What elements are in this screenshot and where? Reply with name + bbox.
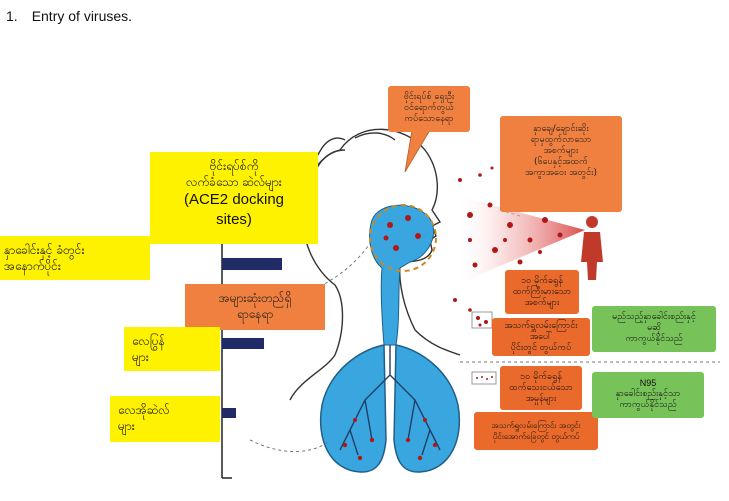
- droplet-spray-icon: [453, 166, 585, 312]
- heading-text: Entry of viruses.: [31, 8, 133, 24]
- lower-line2: ပိုင်းအောက်ခြေတွင် တွယ်ကပ်: [492, 432, 580, 441]
- most-line2: ရာနေရာ: [236, 307, 274, 321]
- bar-nasal: [222, 258, 282, 270]
- airway-line1: လေပြွန်: [132, 334, 165, 348]
- sneeze-droplets-label: နှာချေ/ချောင်းဆိုး ရာမှထွက်လာသော အစက်မျာ…: [500, 116, 622, 212]
- aircell-line1: လေအိုဆဲလ်: [118, 403, 170, 417]
- entry-line1: ဗိုင်းရပ်စ် ရှေးဦး: [403, 92, 455, 102]
- airway-label: လေပြွန် များ: [124, 327, 220, 371]
- lower-tract-label: အသက်ရှူလမ်းကြောင်း အတွင်း ပိုင်းအောက်ခြေ…: [474, 412, 598, 450]
- small-particles-label: ၁၀ မိုက်ခရွန် ထက်သေးငယ်သော အမှုန်များ: [500, 366, 582, 410]
- bar-aircell: [222, 408, 236, 418]
- n95-line1: N95: [639, 378, 657, 388]
- upper-tract-label: အသက်ရှူလမ်းကြောင်း အပေါ် ပိုင်းတွင် တွယ်…: [492, 318, 590, 356]
- nasal-area-label: နှာခေါင်းနှင့် ခံတွင်း အနောက်ပိုင်း: [0, 236, 150, 280]
- person-silhouette-icon: [581, 216, 603, 280]
- small-line3: အမှုန်များ: [525, 394, 557, 404]
- nasal-line1: နှာခေါင်းနှင့် ခံတွင်း: [4, 243, 85, 257]
- n95-mask-label: N95 နှာခေါင်းစည်းနှင့်သာ ကာကွယ်နိုင်သည်: [592, 372, 704, 418]
- nasal-line2: အနောက်ပိုင်း: [4, 259, 61, 273]
- lower-line1: အသက်ရှူလမ်းကြောင်း အတွင်း: [491, 421, 581, 430]
- any-mask-label: မည်သည့်နှာခေါင်းစည်းနှင့် မဆို ကာကွယ်နို…: [592, 306, 716, 352]
- ace2-line4: sites): [216, 211, 252, 228]
- sneeze-line4: (၆ပေနှင့်အထက်: [533, 157, 588, 167]
- airway-line2: များ: [132, 350, 149, 364]
- air-cell-label: လေအိုဆဲလ် များ: [110, 396, 220, 442]
- upper-line1: အသက်ရှူလမ်းကြောင်း: [504, 321, 578, 331]
- sneeze-line1: နှာချေ/ချောင်းဆိုး: [533, 124, 589, 134]
- lungs-icon: [320, 344, 460, 473]
- large-line2: ထက်ကြီးမားသော: [512, 287, 572, 297]
- bar-airway: [222, 338, 264, 349]
- upper-line3: ပိုင်းတွင် တွယ်ကပ်: [510, 343, 572, 353]
- large-line1: ၁၀ မိုက်ခရွန်: [521, 276, 563, 286]
- nasal-focus-circle: [369, 204, 437, 272]
- n95-line3: ကာကွယ်နိုင်သည်: [619, 400, 677, 410]
- ace2-line3: (ACE2 docking: [183, 191, 285, 208]
- mask-line1: မည်သည့်နှာခေါင်းစည်းနှင့်: [612, 312, 696, 322]
- page-heading: 1. Entry of viruses.: [6, 8, 132, 24]
- large-droplets-label: ၁၀ မိုက်ခရွန် ထက်ကြီးမားသော အစက်များ: [505, 270, 579, 314]
- entry-site-label: ဗိုင်းရပ်စ် ရှေးဦး ဝင်ရောက်တွယ် ကပ်သောနေ…: [388, 86, 470, 132]
- ace2-line1: ဗိုင်းရပ်စ်ကို: [209, 159, 259, 173]
- ace2-docking-label: ဗိုင်းရပ်စ်ကို လက်ခံသော ဆဲလ်များ (ACE2 d…: [150, 152, 318, 244]
- mask-line3: ကာကွယ်နိုင်သည်: [625, 334, 683, 344]
- mask-line2: မဆို: [647, 323, 661, 333]
- connector-lines: [249, 209, 720, 453]
- small-line2: ထက်သေးငယ်သော: [509, 383, 573, 393]
- aircell-line2: များ: [118, 419, 135, 433]
- most-line1: အများဆုံးတည်ရှိ: [218, 291, 292, 305]
- large-line3: အစက်များ: [524, 298, 560, 308]
- entry-line3: ကပ်သောနေရာ: [404, 114, 454, 124]
- small-line1: ၁၀ မိုက်ခရွန်: [520, 372, 562, 382]
- droplet-sample-large: [471, 311, 493, 329]
- sneeze-line2: ရာမှထွက်လာသော: [530, 135, 592, 145]
- heading-number: 1.: [6, 8, 18, 24]
- droplet-sample-small: [471, 371, 497, 385]
- n95-line2: နှာခေါင်းစည်းနှင့်သာ: [615, 389, 681, 399]
- entry-line2: ဝင်ရောက်တွယ်: [403, 103, 455, 113]
- sneeze-line5: အကွာအဝေး အတွင်း): [525, 168, 597, 178]
- sneeze-line3: အစက်များ: [543, 146, 579, 156]
- most-abundant-label: အများဆုံးတည်ရှိ ရာနေရာ: [185, 284, 325, 330]
- ace2-line2: လက်ခံသော ဆဲလ်များ: [186, 175, 282, 189]
- upper-line2: အပေါ်: [529, 332, 553, 342]
- upper-airway: [369, 204, 434, 346]
